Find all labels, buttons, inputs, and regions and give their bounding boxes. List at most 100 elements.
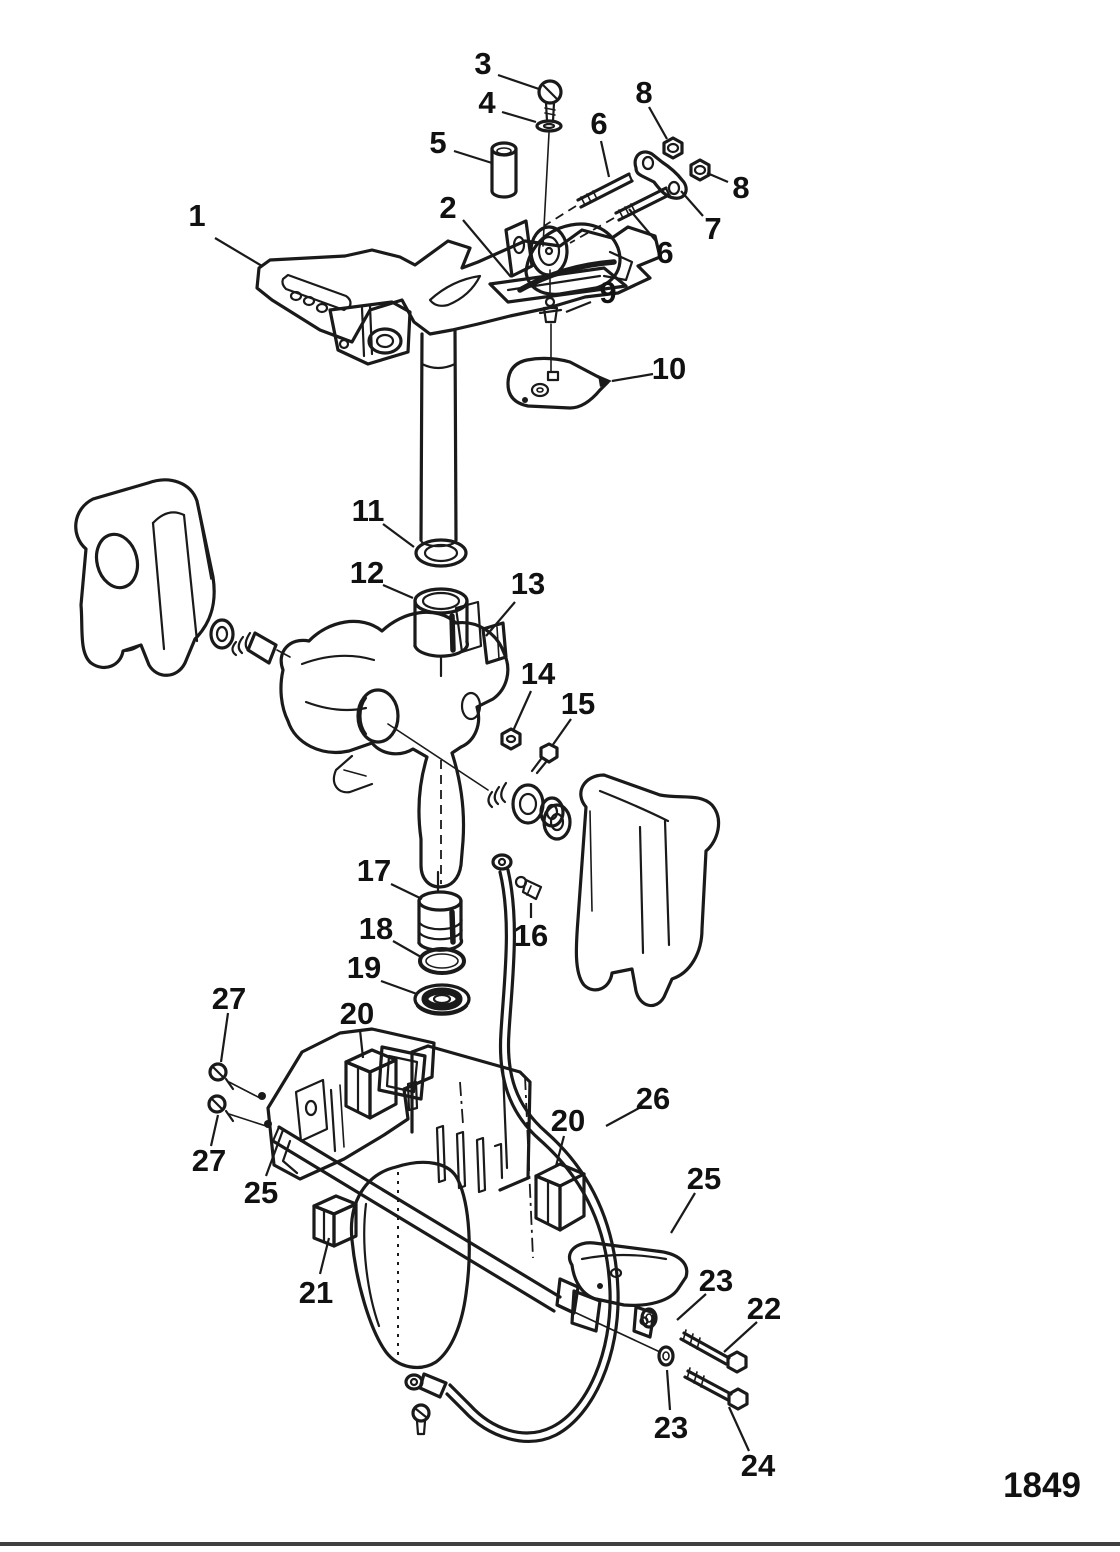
nut-14	[500, 727, 522, 751]
callout-leader-27-31	[219, 1012, 230, 1063]
callout-label-16-17: 16	[514, 918, 548, 953]
lower-housing	[349, 1044, 534, 1370]
threaded-plug	[487, 781, 545, 825]
callout-leader-27-32	[209, 1114, 220, 1147]
callout-label-22-24: 22	[747, 1291, 781, 1326]
callout-label-10-11: 10	[652, 351, 686, 386]
figure-number: 1849	[1003, 1466, 1081, 1505]
ground-wire-26	[404, 853, 620, 1443]
callout-leader-19-20	[380, 979, 418, 996]
swivel-bracket	[279, 610, 510, 894]
callout-label-11-12: 11	[352, 493, 385, 528]
callout-label-26-30: 26	[636, 1081, 670, 1116]
washer-4	[535, 119, 563, 133]
callout-label-27-31: 27	[212, 981, 246, 1016]
screw-27-upper	[208, 1062, 261, 1099]
clamp-bracket-left	[74, 478, 216, 677]
callout-label-9-10: 9	[599, 275, 616, 310]
callout-label-12-13: 12	[350, 555, 384, 590]
washer-11	[414, 538, 468, 568]
callout-label-3-2: 3	[474, 46, 491, 81]
callout-leader-23-25	[676, 1293, 707, 1321]
bolt-22	[679, 1329, 748, 1374]
callout-label-5-4: 5	[429, 125, 446, 160]
washer-23-upper	[640, 1307, 658, 1329]
callout-label-23-26: 23	[654, 1410, 688, 1445]
callout-leader-23-26	[665, 1369, 672, 1411]
callout-leader-8-8	[648, 106, 668, 140]
callout-label-21-23: 21	[299, 1275, 333, 1310]
bushing-12	[413, 587, 483, 678]
callout-label-4-3: 4	[478, 85, 496, 120]
callout-leader-9-10	[565, 300, 592, 314]
bolt-24	[683, 1367, 749, 1411]
callout-label-6-5: 6	[590, 106, 607, 141]
terminal-screw	[411, 1403, 431, 1436]
anode-bracket-right	[555, 1241, 689, 1339]
callout-label-24-27: 24	[741, 1448, 776, 1483]
callout-leader-6-6	[628, 208, 657, 242]
callout-label-25-28: 25	[244, 1175, 278, 1210]
callout-leader-5-4	[453, 149, 493, 165]
steering-link-housing	[488, 219, 634, 304]
callout-leader-21-23	[318, 1237, 331, 1275]
callout-leader-1-0	[214, 237, 263, 267]
grease-fitting-9	[538, 269, 563, 373]
callout-leader-3-2	[497, 73, 540, 91]
callout-label-25-29: 25	[687, 1161, 721, 1196]
callout-label-8-9: 8	[732, 170, 749, 205]
callout-label-8-8: 8	[635, 75, 652, 110]
stud-6-upper	[543, 172, 634, 227]
callout-label-7-7: 7	[704, 211, 721, 246]
callout-label-13-14: 13	[511, 566, 545, 601]
callout-label-19-20: 19	[347, 950, 381, 985]
callout-label-17-18: 17	[357, 853, 391, 888]
stud-6-lower	[569, 186, 671, 244]
callout-label-15-16: 15	[561, 686, 595, 721]
callout-leader-22-24	[723, 1321, 758, 1353]
top-fasteners	[490, 79, 711, 247]
callout-leader-14-15	[511, 690, 533, 732]
callout-leader-10-11	[611, 372, 654, 383]
tilt-plug-left	[231, 631, 291, 665]
clamp-bracket-right	[539, 773, 721, 1008]
o-ring-18	[418, 947, 466, 975]
steering-arm	[255, 225, 662, 548]
callout-leader-8-9	[706, 171, 729, 184]
callout-label-20-21: 20	[340, 996, 374, 1031]
tilt-washer-left	[209, 618, 235, 650]
callout-leader-7-7	[680, 190, 704, 217]
bolt-15	[530, 742, 559, 775]
nut-8-upper	[662, 136, 684, 160]
callout-label-20-22: 20	[551, 1103, 585, 1138]
callout-leader-4-3	[501, 110, 537, 124]
callout-leader-24-27	[727, 1406, 751, 1452]
callout-label-27-32: 27	[192, 1143, 226, 1178]
callout-leader-6-5	[599, 140, 611, 178]
leader-arrowhead-10	[598, 375, 612, 387]
callout-leader-12-13	[382, 583, 414, 600]
rubber-mount-20-right	[534, 1162, 586, 1232]
grease-fitting-16	[514, 875, 543, 901]
spacer-5	[490, 141, 518, 199]
rubber-mount-21	[312, 1194, 358, 1248]
callout-leader-11-12	[382, 523, 415, 548]
seal-19	[413, 983, 471, 1016]
callout-label-6-6: 6	[656, 235, 673, 270]
callout-leader-13-14	[485, 601, 516, 637]
callout-leader-17-18	[390, 883, 423, 900]
callout-label-1-0: 1	[188, 198, 205, 233]
callout-leader-25-28	[264, 1129, 285, 1177]
bushing-17	[417, 890, 464, 952]
callout-label-14-15: 14	[521, 656, 556, 691]
anchor-plate-10	[506, 356, 612, 410]
screw-27-lower	[207, 1094, 267, 1127]
callout-leader-20-22	[554, 1135, 566, 1167]
callout-leader-25-29	[670, 1192, 696, 1234]
washer-23-lower	[657, 1345, 675, 1367]
callout-leader-15-16	[551, 718, 572, 747]
callout-leader-2-1	[462, 219, 512, 278]
callout-leader-26-30	[605, 1106, 642, 1127]
wire-terminal-bottom	[404, 1372, 448, 1399]
